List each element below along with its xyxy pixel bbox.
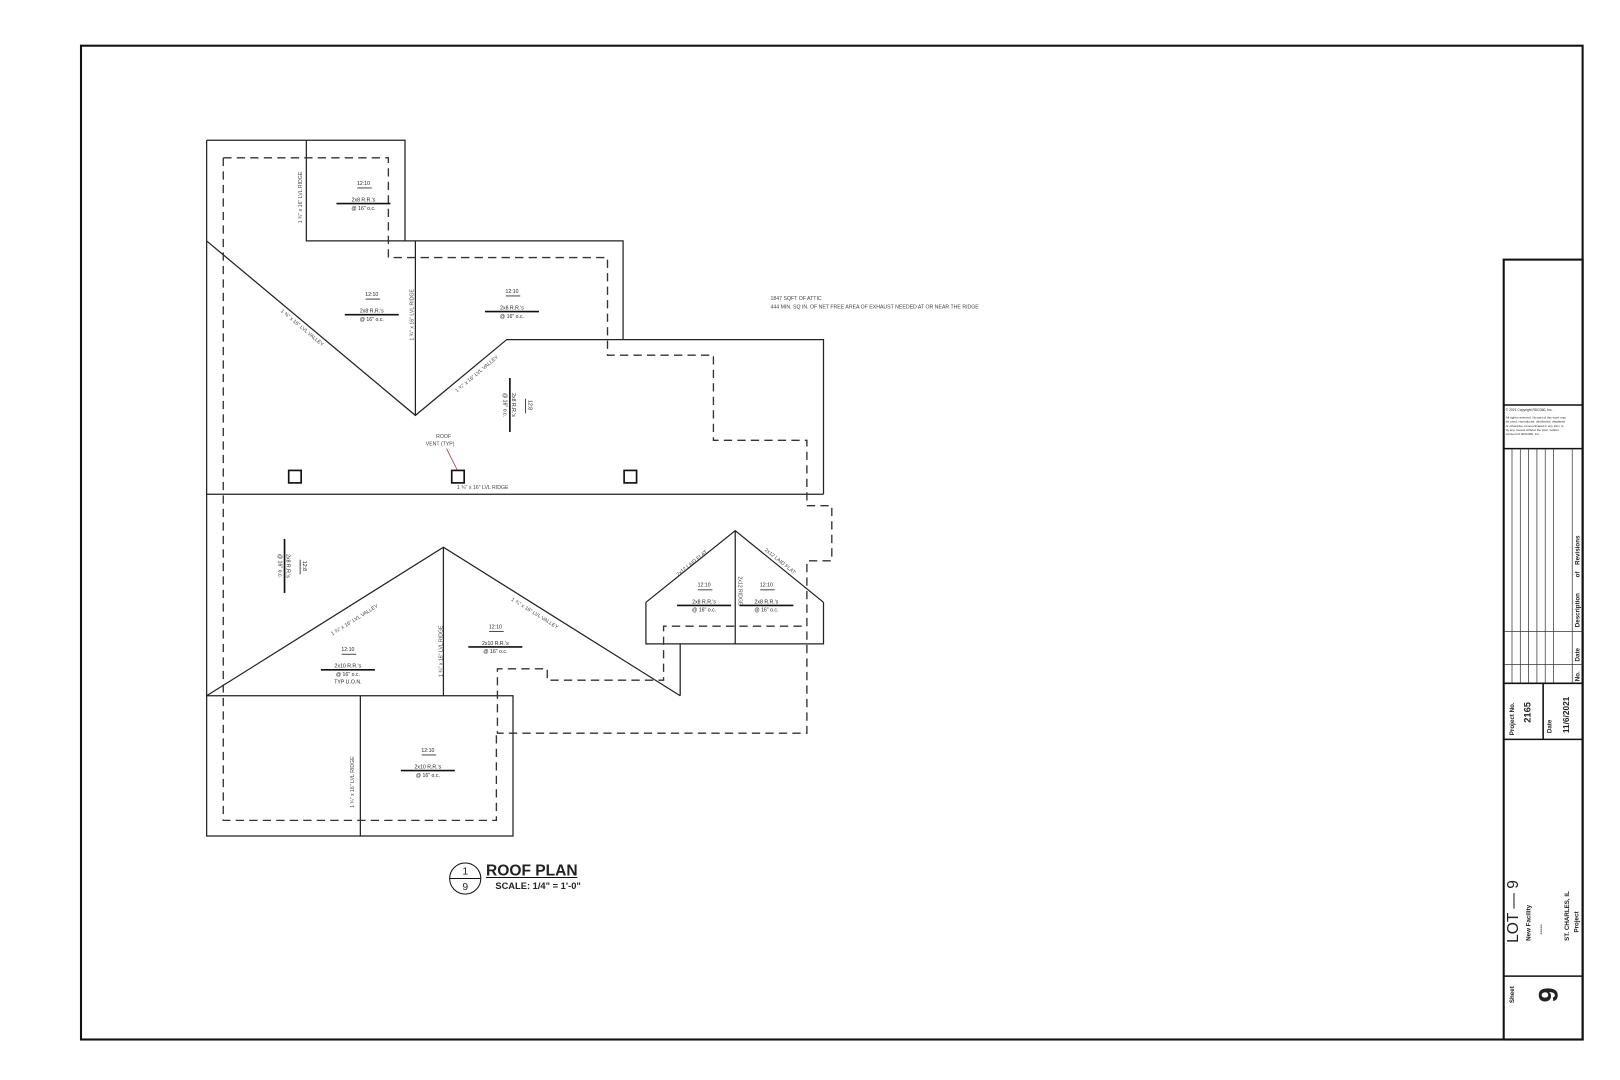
lot-title: LOT — 9 (1505, 880, 1522, 943)
pitch-label: 12:10 (760, 583, 773, 589)
pitch-label: 12:10 (357, 181, 370, 187)
title-block: © 2021 Copyright RDG360, Inc. All rights… (1502, 258, 1584, 1041)
rafter-callout: 12:10 2x8 R.R.'s @ 16" o.c. (336, 181, 391, 212)
copyright: © 2021 Copyright RDG360, Inc. (1506, 408, 1553, 412)
valley-label: 1 ¾" x 16" LVL VALLEY (279, 308, 325, 348)
rafter-size: 2x8 R.R.'s (510, 393, 516, 417)
revisions-date-header: Date (1575, 647, 1582, 661)
rafter-spacing: @ 16" o.c. (360, 317, 384, 323)
project-location: ST. CHARLES, IL (1564, 891, 1571, 941)
roof-outline (206, 139, 825, 837)
date-label: Date (1546, 719, 1553, 733)
plan-title: ROOF PLAN (486, 862, 578, 879)
exhaust-note: 444 MIN. SQ IN. OF NET FREE AREA OF EXHA… (771, 304, 980, 310)
valley-label: 1 ¾" x 16" LVL VALLEY (510, 597, 560, 631)
rafter-callout: 12:10 2x8 R.R.'s @ 16" o.c. (344, 292, 399, 323)
rafter-spacing: @ 16" o.c. (416, 773, 440, 779)
rafter-spacing: @ 16" o.c. (336, 672, 360, 678)
plan-scale: SCALE: 1/4" = 1'-0" (495, 881, 580, 891)
ridge-label: 1 ¾" x 16" LVL RIDGE (298, 171, 304, 223)
rafter-size: 2x10 R.R.'s (335, 664, 362, 670)
rafter-callout: 12:10 2x8 R.R.'s @ 16" o.c. (484, 289, 539, 320)
rafter-callout: 12:10 2x8 R.R.'s @ 16" o.c. (677, 583, 732, 614)
wall-line-dashed (222, 157, 833, 822)
detail-number: 1 (462, 866, 468, 877)
project-name: New Facility (1526, 904, 1533, 940)
laid-flat-label: 2x12 LAID FLAT (763, 547, 797, 576)
rafter-callout: 12:10 2x10 R.R.'s @ 16" o.c. (468, 624, 523, 655)
project-no-label: Project No. (1509, 702, 1516, 735)
rafter-spacing: @ 16" o.c. (502, 393, 508, 417)
ridge-label: 1 ¾" x 16" LVL RIDGE (409, 289, 415, 341)
pitch-label: 12:10 (489, 624, 502, 630)
typ-note: TYP U.O.N. (334, 679, 361, 685)
rafter-spacing: @ 16" o.c. (483, 649, 507, 655)
ridge-label: 1 ¾" x 16" LVL RIDGE (350, 756, 356, 808)
roof-vent-icon (623, 469, 638, 484)
rafter-size: 2x10 R.R.'s (415, 764, 442, 770)
ridge-label: 1 ¾" x 16" LVL RIDGE (438, 625, 444, 677)
rafter-callout: 12:10 2x8 R.R.'s @ 16" o.c. (739, 583, 794, 614)
pitch-label: 12:10 (341, 647, 354, 653)
ridge-2x12-label: 2x12 RIDGE (736, 576, 742, 606)
rafter-size: 2x8 R.R.'s (755, 599, 779, 605)
attic-note: 1847 SQFT OF ATTIC (771, 296, 822, 302)
roof-vent-label: ROOF (436, 434, 451, 440)
rights-text: or otherwise communicated in any form or (1506, 424, 1564, 428)
sheet-reference: 9 (462, 882, 468, 893)
pitch-label: 12:10 (505, 289, 518, 295)
laid-flat-label: 2x12 LAID FLAT (676, 549, 710, 578)
revisions-of-header: of (1575, 571, 1582, 578)
roof-vent-icon (450, 469, 466, 484)
pitch-label: 12:10 (421, 748, 434, 754)
project-dashes: ----- (1538, 924, 1545, 934)
rafter-spacing: @ 16" o.c. (351, 206, 375, 212)
roof-vent-label: VENT (TYP) (426, 441, 455, 447)
rafter-callout: 12:10 2x10 R.R.'s @ 16" o.c. (400, 748, 455, 779)
pitch-label: 12:8 (301, 561, 307, 571)
revisions-no-header: No. (1575, 671, 1582, 681)
leader-line (446, 448, 458, 470)
drawing-title: 1 9 ROOF PLAN SCALE: 1/4" = 1'-0" (449, 862, 581, 895)
rights-text: be used, reproduced, distributed, displa… (1506, 420, 1566, 424)
valley-label: 1 ¾" x 16" LVL VALLEY (330, 603, 380, 637)
roof-vent-icon (287, 469, 302, 484)
rafter-size: 2x8 R.R.'s (360, 309, 384, 315)
rafter-callout: 12:8 2x8 R.R.'s@ 16" o.c. (502, 378, 533, 433)
pitch-label: 12:10 (365, 292, 378, 298)
rights-text: by any means without the prior, written (1506, 428, 1559, 432)
rafter-spacing: @ 16" o.c. (754, 608, 778, 614)
rafter-size: 2x8 R.R.'s (285, 554, 291, 578)
valley-label: 1 ¾" x 16" LVL VALLEY (454, 354, 500, 394)
rafter-size: 2x8 R.R.'s (500, 305, 524, 311)
sheet-label: Sheet (1509, 986, 1516, 1003)
rafter-size: 2x8 R.R.'s (692, 599, 716, 605)
rafter-spacing: @ 16" o.c. (276, 554, 282, 578)
rafter-spacing: @ 16" o.c. (692, 608, 716, 614)
revisions-description-header: Description (1575, 593, 1582, 627)
date-value: 11/6/2021 (1561, 696, 1571, 733)
rafter-size: 2x8 R.R.'s (352, 197, 376, 203)
project-no: 2165 (1523, 702, 1533, 723)
ridge-label: 1 ¾" x 16" LVL RIDGE (457, 485, 509, 491)
pitch-label: 12:10 (698, 583, 711, 589)
rafter-callout: 12:10 2x10 R.R.'s @ 16" o.c.TYP U.O.N. (320, 647, 375, 685)
rafter-callout: 12:8 2x8 R.R.'s@ 16" o.c. (276, 538, 307, 593)
rights-text: All rights reserved. No part of this wor… (1506, 415, 1567, 419)
rafter-spacing: @ 16" o.c. (500, 314, 524, 320)
revisions-revisions-header: Revisions (1575, 535, 1582, 565)
rights-text: consent of RDG360, Inc. (1506, 432, 1540, 436)
project-label: Project (1573, 911, 1580, 932)
rafter-size: 2x10 R.R.'s (482, 641, 509, 647)
sheet-number: 9 (1534, 987, 1564, 1002)
pitch-label: 12:8 (527, 400, 533, 410)
